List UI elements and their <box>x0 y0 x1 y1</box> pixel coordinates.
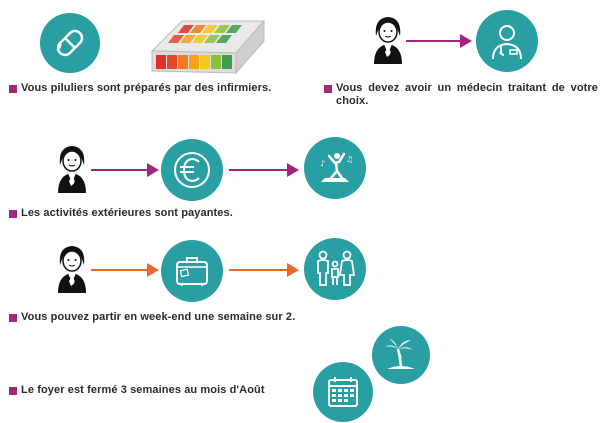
bullet-marker <box>9 85 17 93</box>
bullet-marker <box>9 387 17 395</box>
family-icon <box>304 238 366 300</box>
palm-tree-icon <box>372 326 430 384</box>
info-text-pillbox: Vous piluliers sont préparés par des inf… <box>21 82 272 94</box>
arrow-right <box>229 263 299 277</box>
info-text-doctor: Vous devez avoir un médecin traitant de … <box>336 82 598 107</box>
dancer-icon: ♪ ♫ <box>304 137 366 199</box>
info-text-weekend: Vous pouvez partir en week-end une semai… <box>21 311 296 323</box>
arrow-right <box>406 34 472 48</box>
pillbox-image <box>144 13 266 77</box>
person-icon <box>372 14 404 64</box>
bullet-marker <box>324 85 332 93</box>
svg-text:♫: ♫ <box>346 155 353 164</box>
euro-icon <box>161 139 223 201</box>
bullet-marker <box>9 210 17 218</box>
doctor-icon <box>476 10 538 72</box>
bullet-marker <box>9 314 17 322</box>
arrow-right <box>91 163 159 177</box>
pill-icon <box>40 13 100 73</box>
info-text-activities: Les activités extérieures sont payantes. <box>21 207 233 219</box>
person-icon <box>56 143 88 193</box>
person-icon <box>56 243 88 293</box>
suitcase-icon <box>161 240 223 302</box>
calendar-icon <box>313 362 373 422</box>
info-text-closure: Le foyer est fermé 3 semaines au mois d'… <box>21 384 265 396</box>
svg-text:♪: ♪ <box>320 159 325 168</box>
arrow-right <box>229 163 299 177</box>
arrow-right <box>91 263 159 277</box>
